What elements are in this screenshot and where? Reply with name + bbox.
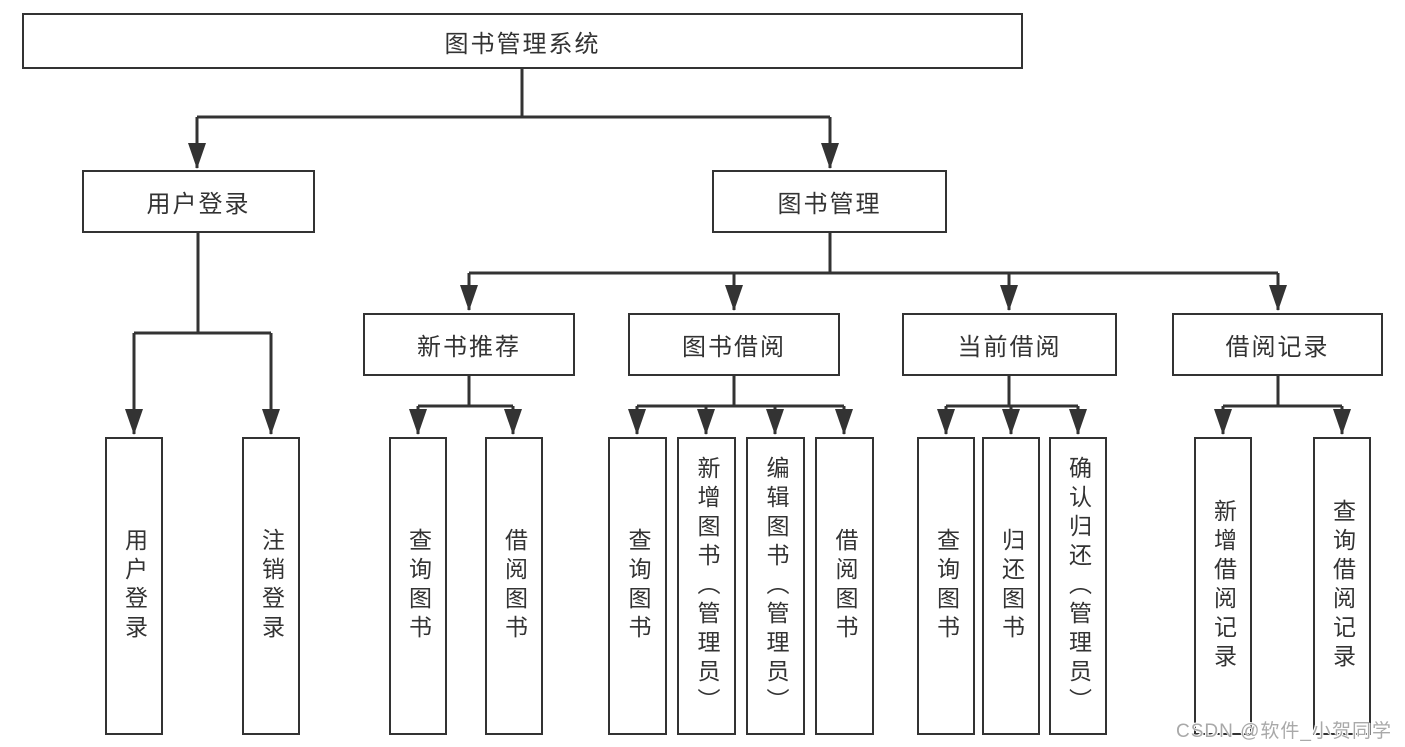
leaf-query-borrow-record: 查询借阅记录 — [1313, 437, 1371, 735]
leaf-confirm-return-admin: 确认归还（管理员） — [1049, 437, 1107, 735]
leaf-add-books-admin: 新增图书（管理员） — [677, 437, 736, 735]
leaf-return-books-label: 归还图书 — [998, 528, 1025, 644]
leaf-borrow-books-recommend: 借阅图书 — [485, 437, 543, 735]
leaf-query-books-borrowing-label: 查询图书 — [625, 528, 651, 644]
leaf-user-login-label: 用户登录 — [121, 528, 148, 644]
leaf-add-borrow-record: 新增借阅记录 — [1194, 437, 1252, 735]
node-borrowing-records: 借阅记录 — [1172, 313, 1383, 376]
leaf-edit-books-admin: 编辑图书（管理员） — [746, 437, 805, 735]
csdn-watermark: CSDN @软件_小贺同学 — [1176, 721, 1392, 742]
leaf-add-borrow-record-label: 新增借阅记录 — [1210, 499, 1237, 673]
node-current-borrowing: 当前借阅 — [902, 313, 1117, 376]
leaf-user-login: 用户登录 — [105, 437, 163, 735]
leaf-add-books-admin-label: 新增图书（管理员） — [694, 455, 720, 717]
leaf-query-books-current-label: 查询图书 — [933, 528, 960, 644]
leaf-query-borrow-record-label: 查询借阅记录 — [1329, 499, 1356, 673]
leaf-borrow-books-borrowing: 借阅图书 — [815, 437, 874, 735]
leaf-borrow-books-borrowing-label: 借阅图书 — [832, 528, 858, 644]
leaf-query-books-recommend-label: 查询图书 — [405, 528, 432, 644]
leaf-query-books-borrowing: 查询图书 — [608, 437, 667, 735]
leaf-logout: 注销登录 — [242, 437, 300, 735]
node-library-management-system: 图书管理系统 — [22, 13, 1023, 69]
node-book-management: 图书管理 — [712, 170, 947, 233]
leaf-query-books-recommend: 查询图书 — [389, 437, 447, 735]
leaf-borrow-books-recommend-label: 借阅图书 — [501, 528, 528, 644]
node-user-login: 用户登录 — [82, 170, 315, 233]
leaf-edit-books-admin-label: 编辑图书（管理员） — [763, 455, 789, 717]
node-book-borrowing: 图书借阅 — [628, 313, 840, 376]
leaf-return-books: 归还图书 — [982, 437, 1040, 735]
leaf-confirm-return-admin-label: 确认归还（管理员） — [1065, 455, 1092, 717]
node-new-book-recommend: 新书推荐 — [363, 313, 575, 376]
leaf-query-books-current: 查询图书 — [917, 437, 975, 735]
leaf-logout-label: 注销登录 — [258, 528, 285, 644]
